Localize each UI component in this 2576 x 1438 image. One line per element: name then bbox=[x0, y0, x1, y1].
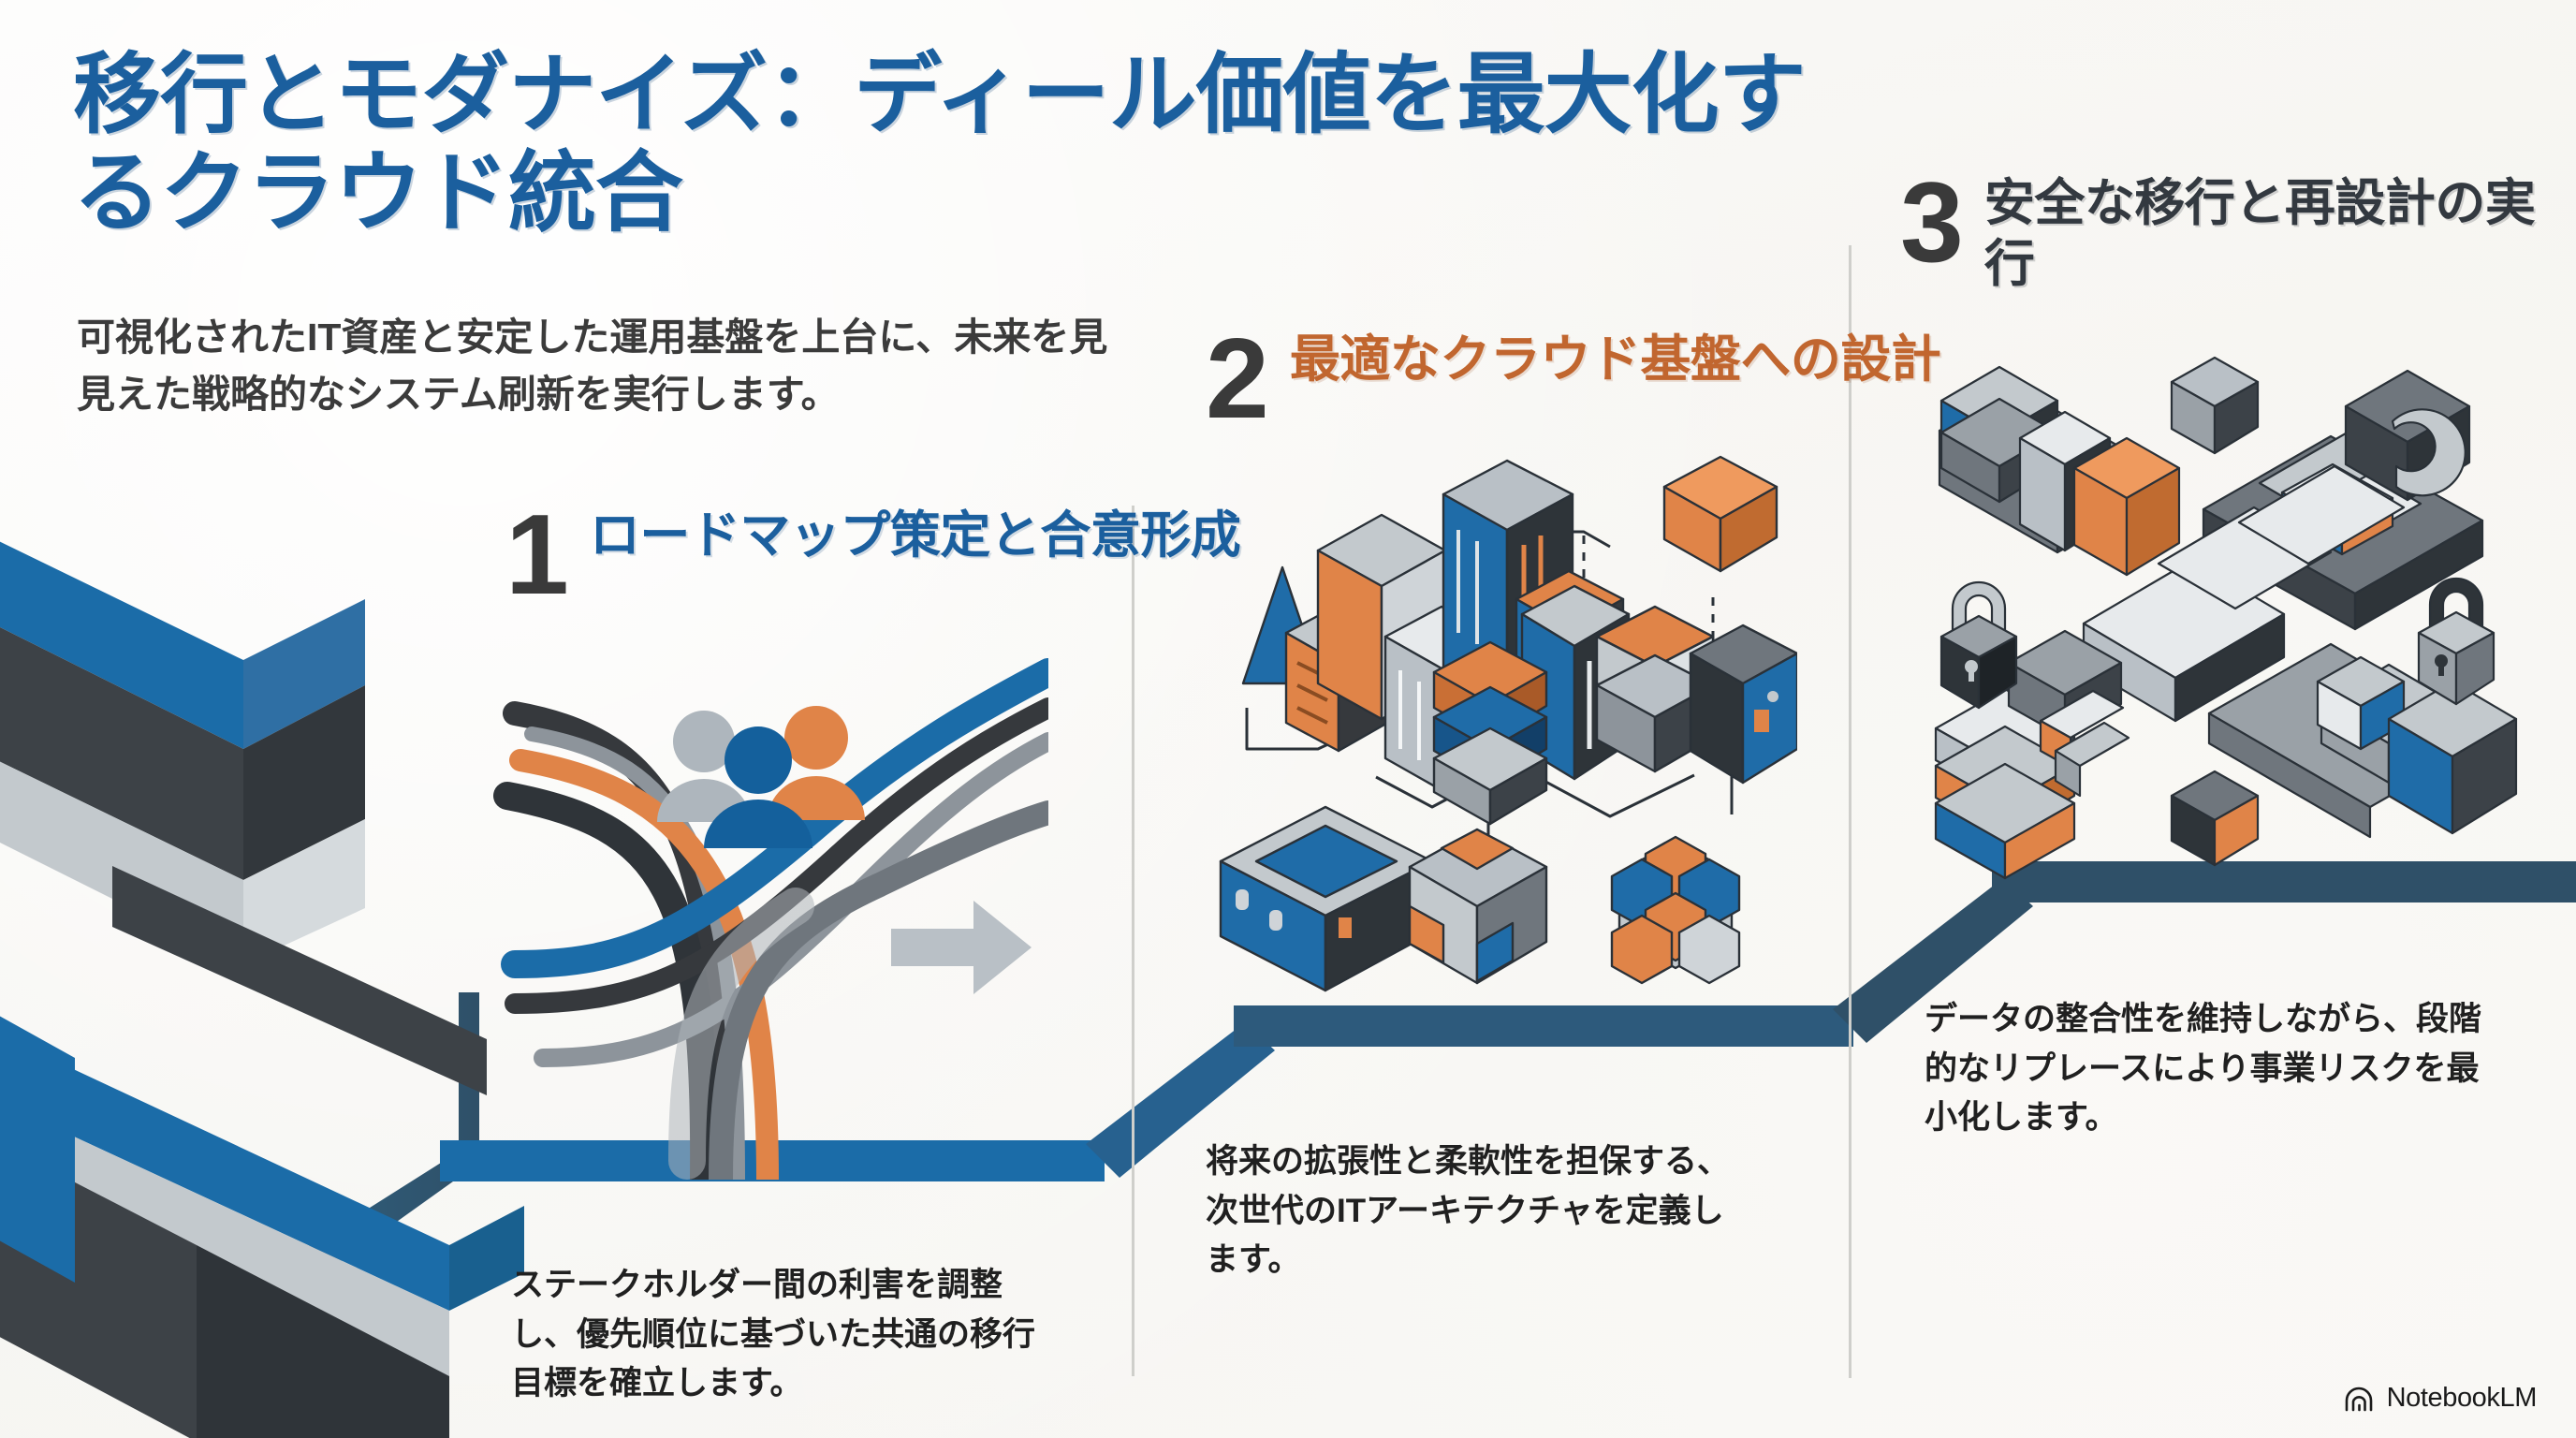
header-block: 移行とモダナイズ：ディール価値を最大化するクラウド統合 bbox=[73, 45, 1833, 242]
step-1-description: ステークホルダー間の利害を調整し、優先順位に基づいた共通の移行目標を確立します。 bbox=[511, 1267, 1036, 1401]
padlock-icon-right bbox=[2417, 577, 2496, 706]
step-1-title: ロードマップ策定と合意形成 bbox=[589, 507, 1241, 564]
page-subtitle: 可視化されたIT資産と安定した運用基盤を上台に、未来を見見えた戦略的なシステム刷… bbox=[77, 315, 1108, 416]
padlock-icon-left bbox=[1939, 580, 2018, 710]
watermark-label: NotebookLM bbox=[2386, 1383, 2538, 1413]
step-2-title: 最適なクラウド基盤への設計 bbox=[1289, 331, 1941, 388]
page-title: 移行とモダナイズ：ディール価値を最大化するクラウド統合 bbox=[73, 45, 1807, 242]
notebooklm-spiral-icon bbox=[2345, 1387, 2372, 1411]
step-2-heading: 2 最適なクラウド基盤への設計 bbox=[1206, 315, 1941, 442]
converging-roads-stakeholders-illustration bbox=[493, 658, 1048, 1180]
step-3-number: 3 bbox=[1900, 158, 1964, 286]
isometric-stair-blocks-graphic bbox=[0, 541, 524, 1438]
column-divider-2 bbox=[1849, 245, 1852, 1378]
step-2-description: 将来の拡張性と柔軟性を担保する、次世代のITアーキテクチャを定義します。 bbox=[1206, 1143, 1731, 1278]
notebooklm-watermark: NotebookLM bbox=[2344, 1383, 2537, 1414]
step-2-number: 2 bbox=[1206, 315, 1269, 442]
column-divider-1 bbox=[1132, 506, 1134, 1376]
step-3-description: データの整合性を維持しながら、段階的なリプレースにより事業リスクを最小化します。 bbox=[1925, 1001, 2482, 1136]
step-3-heading: 3 安全な移行と再設計の実行 bbox=[1900, 158, 2576, 295]
step-1-heading: 1 ロードマップ策定と合意形成 bbox=[505, 491, 1241, 618]
isometric-datacenter-locks-illustration bbox=[1934, 356, 2518, 880]
isometric-cloud-architecture-illustration bbox=[1219, 455, 1797, 992]
step-3-title: 安全な移行と再設計の実行 bbox=[1983, 175, 2536, 292]
step-1-number: 1 bbox=[505, 491, 569, 618]
